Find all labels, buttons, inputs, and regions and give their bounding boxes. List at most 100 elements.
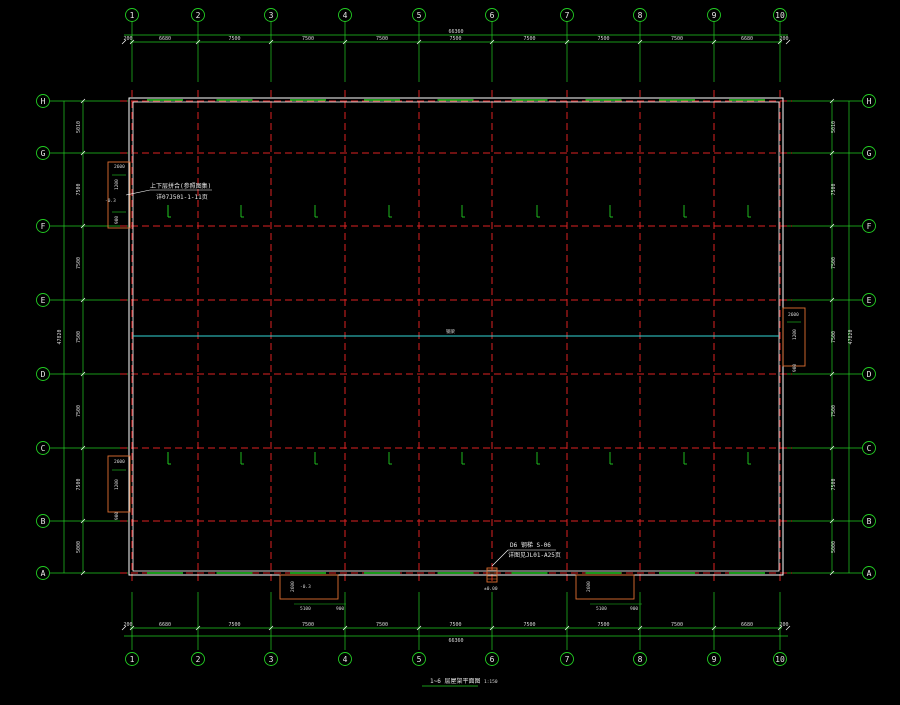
top-dim-span-8: 7500 xyxy=(671,36,683,42)
top-dim-tick xyxy=(711,39,717,45)
top-dim-span-4: 7500 xyxy=(376,36,388,42)
right-dim-span-0: 5010 xyxy=(831,121,837,133)
top-dim-tick xyxy=(777,39,783,45)
bubble-right-C-label: C xyxy=(867,444,872,453)
bubble-bottom-8-label: 8 xyxy=(638,655,643,664)
left-box-dim-a: 2600 xyxy=(114,164,125,170)
bubble-bottom-6-label: 6 xyxy=(490,655,495,664)
bubble-left-B-circle xyxy=(36,514,50,528)
inner-wall xyxy=(132,101,780,572)
bubble-bottom-7-circle xyxy=(560,652,574,666)
bubble-bottom-3-label: 3 xyxy=(269,655,274,664)
top-dim-tick xyxy=(564,39,570,45)
top-dim-span-10: 200 xyxy=(779,36,788,42)
bottom-dim-span-3: 7500 xyxy=(302,622,314,628)
right-dim-span-6: 5000 xyxy=(831,541,837,553)
bottom-dim-tick xyxy=(121,625,127,631)
bubble-top-1-label: 1 xyxy=(130,11,135,20)
bubble-left-E-label: E xyxy=(41,296,46,305)
bubble-top-1-circle xyxy=(125,8,139,22)
bottom-dim-span-1: 6680 xyxy=(159,622,171,628)
bubble-left-G-circle xyxy=(36,146,50,160)
bottom-dim-tick xyxy=(564,625,570,631)
bubble-bottom-2-circle xyxy=(191,652,205,666)
left-box-tag: -0.3 xyxy=(105,198,116,204)
left-dim-total: 47820 xyxy=(57,329,63,344)
bubble-left-D-label: D xyxy=(41,370,46,379)
right-dim-tick xyxy=(829,150,835,156)
detail-box-left-upper xyxy=(107,161,131,229)
bottom-dim-span-6: 7500 xyxy=(523,622,535,628)
left-dim-span-4: 7500 xyxy=(76,405,82,417)
bubble-right-E-circle xyxy=(862,293,876,307)
bottom-dim-span-4: 7500 xyxy=(376,622,388,628)
bottom-dim-tick xyxy=(637,625,643,631)
top-dim-tick xyxy=(416,39,422,45)
bubble-bottom-3-circle xyxy=(264,652,278,666)
top-dim-span-3: 7500 xyxy=(302,36,314,42)
center-label: 钢梁 xyxy=(446,328,455,335)
top-dim-tick xyxy=(342,39,348,45)
left-dim-span-0: 5010 xyxy=(76,121,82,133)
right-dim-span-3: 7500 xyxy=(831,331,837,343)
detail-box-right xyxy=(782,307,806,367)
bottom-left-dim-c: 2600 xyxy=(290,581,296,592)
left-dim-tick xyxy=(80,518,86,524)
bubble-right-G-circle xyxy=(862,146,876,160)
right-dim-span-5: 7500 xyxy=(831,478,837,490)
bubble-top-3-circle xyxy=(264,8,278,22)
bottom-left-tag: -0.3 xyxy=(300,584,311,590)
left-dim-tick xyxy=(80,297,86,303)
bubble-right-F-label: F xyxy=(867,222,872,231)
bubble-bottom-9-label: 9 xyxy=(712,655,717,664)
stair-label: ±0.00 xyxy=(484,586,498,592)
bottom-left-dim-b: 900 xyxy=(336,606,344,612)
bubble-top-7-label: 7 xyxy=(565,11,570,20)
bubble-left-H-label: H xyxy=(41,97,46,106)
right-dim-span-2: 7500 xyxy=(831,257,837,269)
bottom-dim-tick xyxy=(268,625,274,631)
bubble-left-E-circle xyxy=(36,293,50,307)
bubble-bottom-5-circle xyxy=(412,652,426,666)
top-dim-span-7: 7500 xyxy=(597,36,609,42)
left-dim-tick xyxy=(80,445,86,451)
bubble-bottom-8-circle xyxy=(633,652,647,666)
detail-box-bottom-left xyxy=(279,574,339,600)
bubble-bottom-6-circle xyxy=(485,652,499,666)
building-outline xyxy=(128,97,784,576)
bubble-right-G-label: G xyxy=(867,149,872,158)
left-note-line1: 上下层拼合(参照图集) xyxy=(150,182,211,190)
bottom-dim-total: 66360 xyxy=(448,638,463,644)
right-box-dim-c: 900 xyxy=(792,364,798,372)
bottom-left-dim-a: 5100 xyxy=(300,606,311,612)
stair-box xyxy=(486,567,498,583)
annotations: 上下层拼合(参照图集) 详07J501-1-11页 D6 钢梯 S-06 详图见… xyxy=(105,164,799,685)
bubble-top-8-label: 8 xyxy=(638,11,643,20)
bubble-top-2-circle xyxy=(191,8,205,22)
bubble-bottom-4-label: 4 xyxy=(343,655,348,664)
bubble-top-6-label: 6 xyxy=(490,11,495,20)
bottom-dim-tick xyxy=(711,625,717,631)
bottom-dim-tick xyxy=(342,625,348,631)
left-box-dim-c: 900 xyxy=(114,216,120,224)
bubble-bottom-1-label: 1 xyxy=(130,655,135,664)
right-dim-tick xyxy=(829,297,835,303)
top-dim-span-0: 200 xyxy=(123,36,132,42)
bubble-top-8-circle xyxy=(633,8,647,22)
bubble-left-B-label: B xyxy=(41,517,46,526)
right-dim-span-4: 7500 xyxy=(831,405,837,417)
bottom-right-dim-c: 2600 xyxy=(586,581,592,592)
drawing-title: 1~6 层屋架平面图 xyxy=(430,677,480,685)
right-dim-span-1: 7500 xyxy=(831,183,837,195)
bubble-left-F-label: F xyxy=(41,222,46,231)
bottom-dim-tick xyxy=(785,625,791,631)
bubble-top-5-label: 5 xyxy=(417,11,422,20)
bottom-dim-span-8: 7500 xyxy=(671,622,683,628)
left-dim-span-1: 7500 xyxy=(76,183,82,195)
bubble-left-C-circle xyxy=(36,441,50,455)
bubble-bottom-10-circle xyxy=(773,652,787,666)
